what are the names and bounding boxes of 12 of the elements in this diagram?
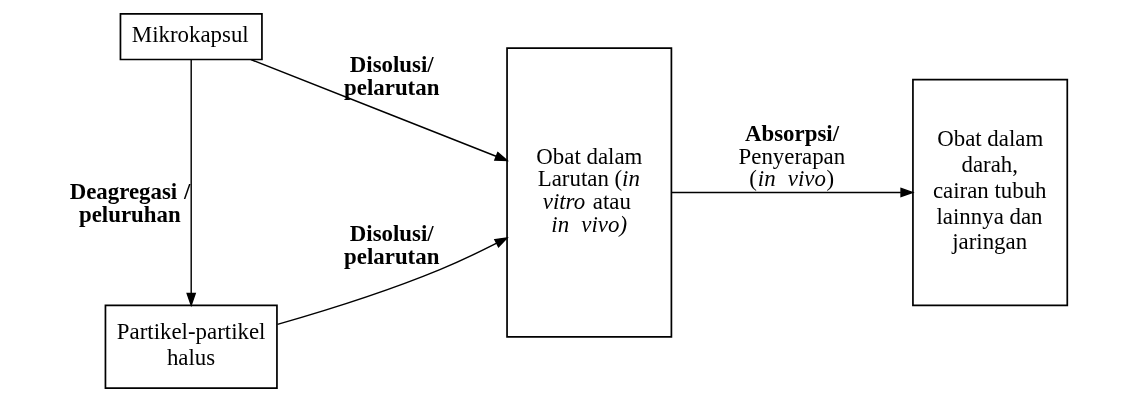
arrow [185,59,196,308]
arrow [276,236,509,326]
edge-label: Deagregasi / peluruhan [69,178,190,227]
node-box: Mikrokapsul [119,12,263,61]
arrow [249,58,509,162]
node-box: Partikel-partikel halus [104,304,278,390]
edge-label: Disolusi/ pelarutan [343,220,439,269]
node-box: Obat dalam Larutan (in vitro atau in vivo) [505,47,672,338]
edge-label: Disolusi/ pelarutan [343,52,439,100]
node-box: Obat dalam darah, cairan tubuh lainnya dan jaringan [911,78,1068,307]
edge-label: Absorpsi/ Penyerapan (in vivo) [738,120,845,192]
arrow [670,187,915,198]
